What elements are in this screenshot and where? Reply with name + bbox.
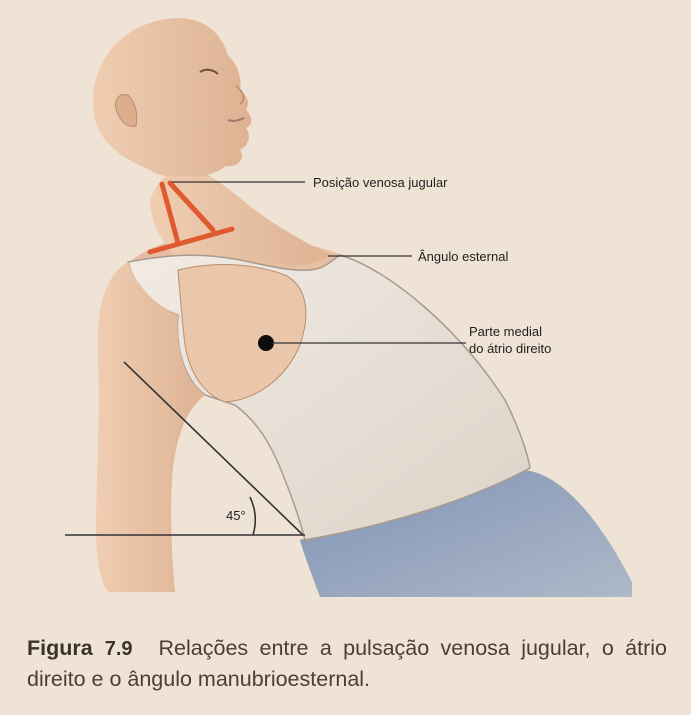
shoulder bbox=[177, 264, 307, 403]
figure-number: 7.9 bbox=[104, 638, 133, 660]
jugular-vein-marking bbox=[147, 180, 235, 255]
figure-word: Figura bbox=[27, 636, 93, 660]
neck bbox=[150, 168, 330, 266]
jugular-label: Posição venosa jugular bbox=[313, 175, 448, 190]
incline-reference-line bbox=[123, 361, 304, 536]
right-atrium-dot bbox=[258, 335, 274, 351]
mouth bbox=[227, 117, 245, 122]
caption-text: Relações entre a pulsação venosa jugular… bbox=[27, 636, 667, 691]
eye bbox=[199, 68, 219, 75]
atrium-label-line2: do átrio direito bbox=[469, 341, 551, 356]
arm bbox=[96, 262, 205, 592]
pants bbox=[300, 470, 632, 597]
nose bbox=[235, 85, 245, 105]
atrium-label-line1: Parte medial bbox=[469, 324, 542, 339]
angle-arc bbox=[249, 496, 257, 536]
ear bbox=[115, 93, 138, 127]
sternal-angle-label: Ângulo esternal bbox=[418, 249, 508, 264]
head bbox=[93, 18, 252, 177]
angle-label: 45° bbox=[226, 508, 246, 523]
